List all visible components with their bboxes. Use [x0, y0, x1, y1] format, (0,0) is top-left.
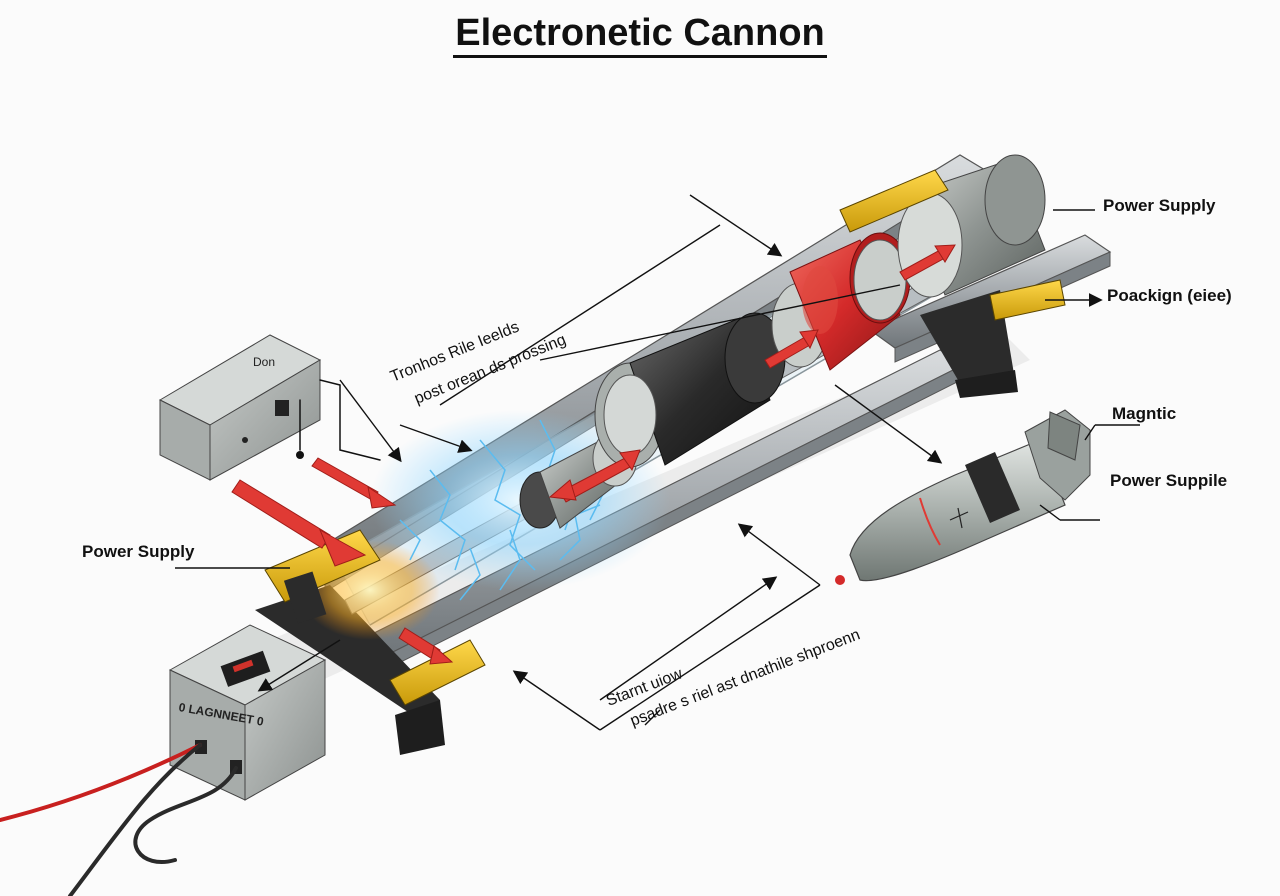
black-coil — [594, 312, 786, 468]
callout-lines — [175, 194, 1140, 731]
label-power-supply-top: Power Supply — [1103, 196, 1216, 215]
projectile — [835, 409, 1091, 585]
page-title: Electronetic Cannon — [0, 12, 1280, 58]
label-poacking: Poackign (eiee) — [1107, 286, 1232, 305]
upper-power-box — [158, 334, 322, 481]
label-power-supply-left: Power Supply — [82, 542, 195, 561]
lower-power-box — [168, 624, 327, 801]
top-box-label: Don — [253, 355, 276, 369]
label-power-supple: Power Suppile — [1110, 471, 1228, 490]
label-magntic: Magntic — [1112, 404, 1177, 423]
power-cables — [0, 379, 381, 896]
force-arrows — [231, 244, 956, 665]
